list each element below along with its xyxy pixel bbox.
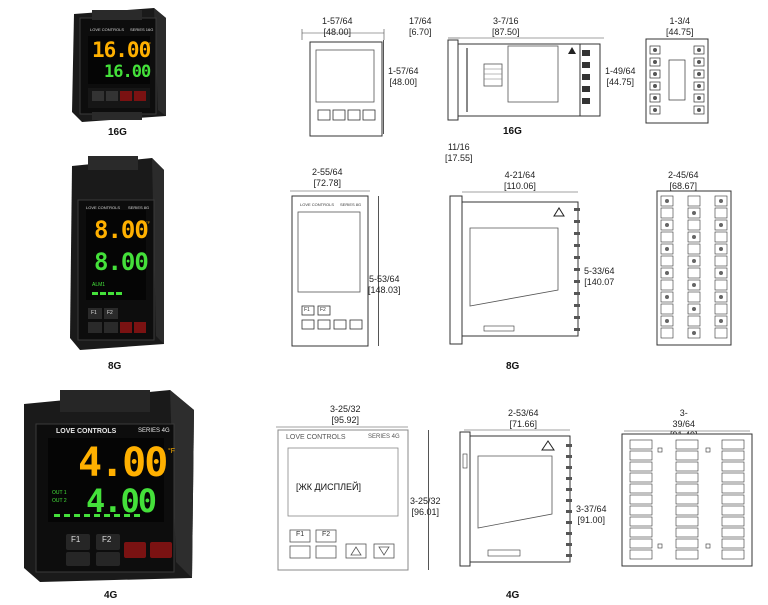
photo-8g-key-f1: F1 bbox=[91, 310, 97, 316]
dim-16g-front-width: 1-57/64[48.00] bbox=[322, 16, 353, 37]
photo-16g-sv-display: 16.00 bbox=[104, 62, 151, 82]
dim-8g-front-width: 2-55/64[72.78] bbox=[312, 167, 343, 188]
dim-16g-body-height: 1-49/64[44.75] bbox=[605, 66, 636, 87]
drawing-8g-side bbox=[448, 190, 584, 346]
dim-4g-body-height: 3-37/64[91.00] bbox=[576, 504, 607, 525]
drawing-4g-series: SERIES 4G bbox=[368, 434, 400, 440]
drawing-4g-front: LOVE CONTROLS SERIES 4G [ЖК ДИСПЛЕЙ] F1 … bbox=[274, 426, 410, 572]
photo-4g-pv-display: 4.00 bbox=[78, 440, 168, 486]
photo-16g-unit: °F bbox=[147, 41, 152, 46]
photo-8g-sv-display: 8.00 bbox=[94, 248, 149, 276]
drawing-4g-rear bbox=[620, 428, 754, 568]
caption-4g-drawing: 4G bbox=[506, 590, 520, 601]
photo-8g-brand: LOVE CONTROLS bbox=[86, 205, 121, 210]
dim-8g-body-height: 5-33/64[140.07 bbox=[584, 266, 615, 287]
dim-16g-front-height: 1-57/64[48.00] bbox=[388, 66, 419, 87]
dim-8g-bezel-depth: 11/16[17.55] bbox=[445, 142, 473, 163]
dim-8g-body-depth: 4-21/64[110.06] bbox=[504, 170, 536, 191]
photo-4g-out1: OUT 1 bbox=[52, 490, 67, 496]
drawing-8g-series: SERIES 8G bbox=[340, 202, 362, 207]
photo-8g-series: SERIES 8G bbox=[128, 205, 150, 210]
dim-16g-front-height-line bbox=[383, 40, 384, 134]
photo-4g: LOVE CONTROLS SERIES 4G 4.00 °F OUT 1 OU… bbox=[20, 386, 196, 582]
photo-4g-brand: LOVE CONTROLS bbox=[56, 428, 117, 435]
photo-4g-out2: OUT 2 bbox=[52, 498, 67, 504]
drawing-8g-key-f2: F2 bbox=[320, 307, 326, 313]
photo-4g-key-f1: F1 bbox=[71, 535, 81, 544]
photo-8g-unit: °F bbox=[146, 220, 151, 225]
caption-8g-drawing: 8G bbox=[506, 361, 520, 372]
drawing-8g-brand: LOVE CONTROLS bbox=[300, 202, 335, 207]
drawing-16g-front bbox=[300, 28, 386, 138]
dim-16g-body-depth: 3-7/16[87.50] bbox=[492, 16, 520, 37]
drawing-8g-rear bbox=[656, 190, 732, 346]
photo-8g-alarm: ALM1 bbox=[92, 282, 106, 288]
dim-16g-bezel-depth: 17/64[6.70] bbox=[409, 16, 432, 37]
dim-4g-body-depth: 2-53/64[71.66] bbox=[508, 408, 539, 429]
photo-8g: LOVE CONTROLS SERIES 8G 8.00 °F 8.00 ALM… bbox=[64, 154, 170, 350]
drawing-4g-brand: LOVE CONTROLS bbox=[286, 434, 346, 441]
drawing-8g-front: LOVE CONTROLS SERIES 8G F1 F2 bbox=[288, 188, 372, 348]
photo-8g-key-f2: F2 bbox=[107, 310, 113, 316]
drawing-4g-lcd-label: [ЖК ДИСПЛЕЙ] bbox=[296, 482, 361, 492]
dim-8g-rear-width: 2-45/64[68.67] bbox=[668, 170, 699, 191]
drawing-16g-side bbox=[446, 34, 606, 124]
photo-4g-unit: °F bbox=[168, 448, 176, 455]
photo-4g-series: SERIES 4G bbox=[138, 428, 170, 434]
drawing-4g-key-f1: F1 bbox=[296, 531, 305, 538]
drawing-16g-rear bbox=[645, 38, 709, 124]
photo-4g-sv-display: 4.00 bbox=[86, 482, 157, 520]
photo-4g-key-f2: F2 bbox=[102, 535, 112, 544]
photo-16g-pv-display: 16.00 bbox=[92, 38, 151, 62]
dim-4g-front-height: 3-25/32[96.01] bbox=[410, 496, 441, 517]
caption-16g-drawing: 16G bbox=[503, 126, 522, 137]
photo-8g-pv-display: 8.00 bbox=[94, 216, 149, 244]
dim-4g-front-width: 3-25/32[95.92] bbox=[330, 404, 361, 425]
photo-16g-brand: LOVE CONTROLS bbox=[90, 27, 125, 32]
photo-16g: LOVE CONTROLS SERIES 16G 16.00 °F 16.00 bbox=[66, 4, 172, 122]
drawing-8g-key-f1: F1 bbox=[304, 307, 310, 313]
drawing-4g-side bbox=[458, 428, 574, 568]
drawing-4g-key-f2: F2 bbox=[322, 531, 331, 538]
photo-16g-series: SERIES 16G bbox=[130, 27, 154, 32]
dim-16g-rear-width: 1-3/4[44.75] bbox=[666, 16, 694, 37]
dim-4g-front-height-line bbox=[428, 430, 429, 570]
dim-8g-front-height: 5-53/64[148.03] bbox=[368, 274, 401, 295]
dim-8g-front-height-line bbox=[378, 196, 379, 346]
caption-4g-photo: 4G bbox=[104, 590, 118, 601]
caption-8g-photo: 8G bbox=[108, 361, 122, 372]
caption-16g-photo: 16G bbox=[108, 127, 127, 138]
